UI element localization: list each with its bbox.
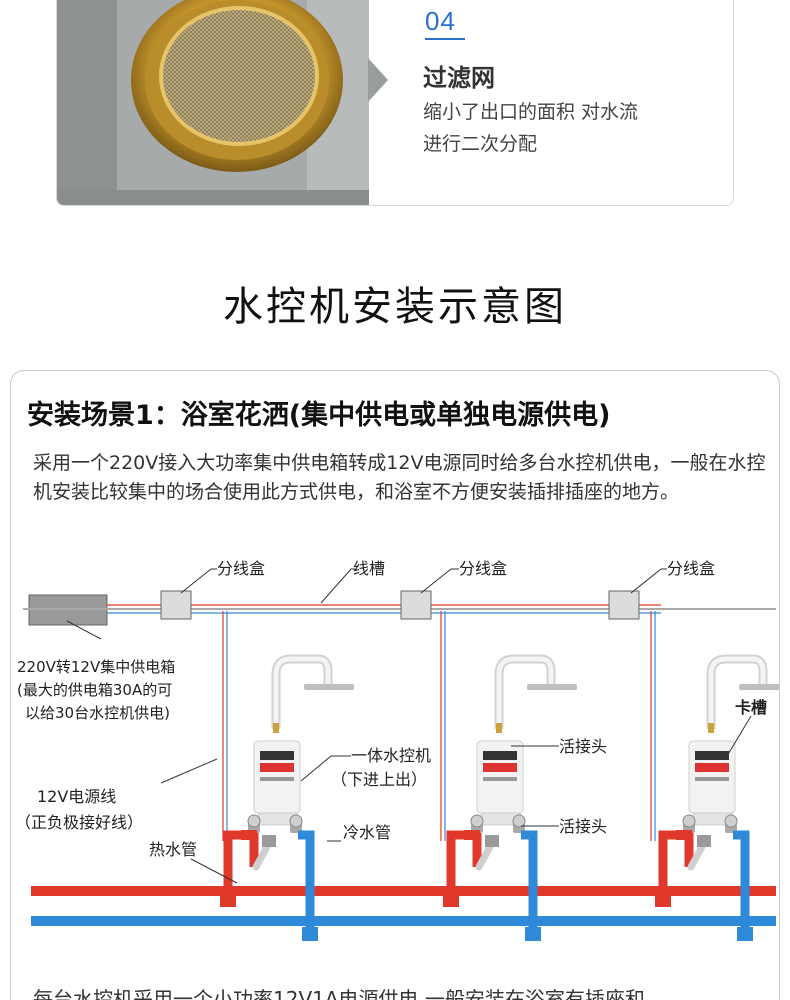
label-junction-box-1: 分线盒 — [217, 559, 265, 578]
callout-arrow — [368, 58, 388, 102]
feature-desc-line-2: 进行二次分配 — [423, 133, 538, 155]
filter-mesh-image — [57, 0, 369, 205]
junction-box-1 — [160, 590, 192, 620]
junction-box-2 — [400, 590, 432, 620]
feature-desc-line-1: 缩小了出口的面积 对水流 — [423, 101, 639, 123]
label-trunking: 线槽 — [353, 559, 385, 578]
label-unit-line-1: 一体水控机 — [351, 746, 431, 765]
cold-water-main-pipe — [31, 916, 776, 926]
installation-diagram: 分线盒 线槽 分线盒 分线盒 220V转12V集中供电箱 (最大的供电箱30A的… — [15, 559, 780, 981]
water-controller-1 — [220, 659, 354, 941]
hot-water-main-pipe — [31, 886, 776, 896]
label-power-box-line-1: 220V转12V集中供电箱 — [17, 658, 175, 676]
label-power-box-line-3: 以给30台水控机供电) — [25, 704, 170, 722]
label-junction-box-2: 分线盒 — [459, 559, 507, 578]
section-title: 水控机安装示意图 — [223, 284, 567, 330]
cable-trunking — [23, 604, 776, 841]
label-cold-pipe: 冷水管 — [343, 823, 391, 842]
scene-title: 安装场景1：浴室花洒(集中供电或单独电源供电) — [27, 400, 611, 431]
label-union-bottom: 活接头 — [559, 817, 607, 836]
feature-title: 过滤网 — [423, 64, 495, 92]
label-power-line-2: （正负极接好线） — [15, 813, 143, 832]
label-hot-pipe: 热水管 — [149, 840, 197, 859]
label-card-slot: 卡槽 — [735, 698, 767, 717]
feature-number: 04 — [425, 6, 456, 36]
scene-description: 采用一个220V接入大功率集中供电箱转成12V电源同时给多台水控机供电，一般在水… — [33, 452, 766, 503]
install-scene-panel: 安装场景1：浴室花洒(集中供电或单独电源供电) 采用一个220V接入大功率集中供… — [10, 370, 780, 1000]
label-power-line-1: 12V电源线 — [37, 787, 116, 806]
feature-number-underline — [425, 38, 465, 40]
label-union-top: 活接头 — [559, 737, 607, 756]
label-unit-line-2: （下进上出） — [331, 770, 427, 789]
label-junction-box-3: 分线盒 — [667, 559, 715, 578]
feature-card: 04 过滤网 缩小了出口的面积 对水流 进行二次分配 — [56, 0, 734, 206]
water-controller-2 — [443, 659, 577, 941]
filter-mesh-photo — [57, 0, 369, 205]
junction-box-3 — [608, 590, 640, 620]
scene-bottom-text: 每台水控机采用一个小功率12V1A电源供电,一般安装在浴室有插座和 — [33, 987, 645, 1000]
label-power-box-line-2: (最大的供电箱30A的可 — [17, 681, 172, 699]
feature-description: 缩小了出口的面积 对水流 进行二次分配 — [423, 96, 713, 160]
